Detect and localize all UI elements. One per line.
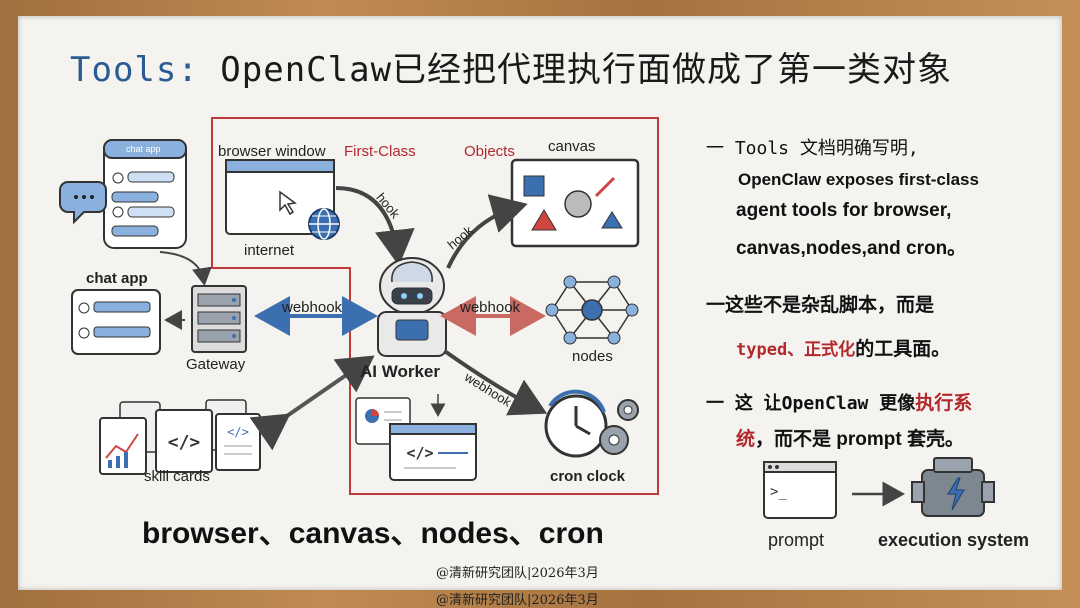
chat-bubble-icon [59, 181, 107, 225]
ai-worker-label: AI Worker [360, 362, 440, 381]
browser-window-icon [225, 159, 335, 235]
code-windows-icon: </> [355, 397, 477, 481]
prompt-terminal-icon: >_ [763, 461, 837, 519]
browser-window-label: browser window [218, 143, 326, 160]
cron-clock-icon [544, 389, 639, 458]
svg-text:>_: >_ [770, 484, 787, 500]
bullet-1-line-1: 一 Tools 文档明确写明, [706, 138, 919, 159]
bullet-3-prefix: 一 这 让OpenClaw 更像 [706, 393, 916, 414]
prompt-label: prompt [768, 530, 825, 550]
bullet-1-line-3: agent tools for browser, [736, 200, 952, 221]
svg-text:</>: </> [406, 444, 433, 462]
chat-app-window-icon [71, 289, 161, 355]
ai-worker-robot-icon [377, 257, 447, 357]
nodes-network-icon [545, 275, 639, 345]
bullet-2-line-1: 一这些不是杂乱脚本，而是 [706, 295, 935, 316]
bullet-2-line-2: typed、正式化的工具面。 [736, 334, 950, 361]
title-rest: OpenClaw已经把代理执行面做成了第一类对象 [198, 50, 953, 90]
bullet-3-rest: ，而不是 prompt 套壳。 [755, 429, 965, 450]
footer-outer: @清新研究团队|2026年3月 [436, 593, 599, 608]
bottom-caption: browser、canvas、nodes、cron [142, 517, 604, 550]
engine-icon [911, 457, 995, 517]
globe-icon [308, 208, 340, 240]
internet-label: internet [244, 242, 295, 259]
bullet-3-line-2: 统，而不是 prompt 套壳。 [736, 424, 964, 451]
objects-label: Objects [464, 143, 515, 160]
page-title: Tools: OpenClaw已经把代理执行面做成了第一类对象 [70, 42, 952, 91]
execution-system-label: execution system [878, 530, 1030, 550]
footer-inner: @清新研究团队|2026年3月 [436, 566, 599, 581]
canvas-board-icon [510, 158, 640, 248]
svg-text:</>: </> [227, 425, 249, 439]
svg-text:</>: </> [168, 432, 201, 453]
cron-clock-label: cron clock [550, 468, 626, 485]
canvas-label: canvas [548, 138, 596, 155]
webhook-left-label: webhook [282, 299, 343, 316]
bullet-1-line-2: OpenClaw exposes first-class [738, 170, 979, 189]
bullet-2-red: typed、正式化 [736, 340, 856, 360]
bullet-1-line-4: canvas,nodes,and cron。 [736, 238, 967, 259]
bullet-3-line-1: 一 这 让OpenClaw 更像执行系 [706, 388, 972, 415]
webhook-right-label: webhook [460, 299, 521, 316]
first-class-region-outline [211, 117, 659, 495]
gateway-server-icon [191, 285, 247, 353]
bullet-2-rest: 的工具面。 [855, 339, 951, 360]
skill-cards-label: skill cards [144, 468, 210, 485]
chat-app-label: chat app [86, 270, 148, 287]
first-class-label: First-Class [344, 143, 416, 160]
gateway-label: Gateway [186, 356, 246, 373]
nodes-label: nodes [572, 348, 613, 365]
skill-cards-icon: </> </> [99, 399, 261, 475]
bullet-3-red-1: 执行系 [915, 393, 973, 414]
chat-phone-icon [103, 139, 187, 249]
chat-app-small-label: chat app [126, 144, 161, 154]
title-prefix: Tools: [70, 50, 199, 90]
bullet-3-red-2: 统 [736, 429, 756, 450]
